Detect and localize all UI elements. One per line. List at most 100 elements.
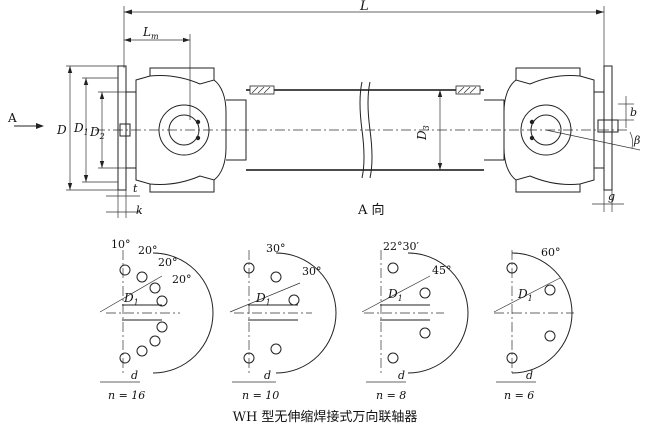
left-yoke-ear-top (149, 67, 215, 80)
angle-arc (629, 131, 634, 149)
label-g: g (608, 190, 615, 203)
left-yoke (135, 75, 227, 185)
bolt-hole (544, 330, 556, 342)
angle-label: 30° (302, 265, 322, 278)
bolt-hole (288, 294, 300, 306)
arrow-head (67, 66, 73, 73)
label-beta: β (633, 134, 640, 147)
bolt-hole (544, 284, 556, 296)
arrow-head (437, 90, 443, 97)
pattern-arc (407, 252, 469, 374)
label-L: L (359, 0, 369, 14)
bolt-dot (529, 135, 535, 141)
pattern-n16: 10° 20° 20° 20° D1 d n = 16 (99, 238, 214, 402)
bolt-hole (136, 271, 148, 283)
D1-leader (99, 275, 163, 313)
bolt-hole (506, 352, 518, 364)
weld-hatch (457, 86, 465, 94)
angle-label: 22°30′ (383, 240, 419, 253)
arrow-head (99, 92, 105, 99)
bolt-hole (136, 345, 148, 357)
bolt-hole (387, 352, 399, 364)
d-label: d (398, 369, 405, 382)
label-D2: D2 (89, 125, 105, 141)
bolt-hole (156, 295, 168, 307)
D1-label: D1 (123, 291, 139, 307)
label-Lm: Lm (142, 25, 159, 41)
bolt-hole (119, 352, 131, 364)
weld-right (455, 85, 481, 95)
bolt-hole (119, 264, 131, 276)
right-yoke-ear-bottom (515, 180, 581, 193)
angle-label: 10° (111, 238, 131, 251)
pattern-n8: 22°30′ 45° D1 d n = 8 (361, 240, 469, 402)
arrow-head (124, 9, 132, 15)
arrow-head (36, 123, 44, 129)
D1-leader (229, 282, 301, 313)
figure-caption: WH 型无伸缩焊接式万向联轴器 (232, 410, 418, 425)
D1-label: D1 (255, 291, 271, 307)
D1-leader (493, 277, 561, 313)
pattern-arc (152, 252, 214, 374)
bolt-hole (149, 282, 161, 294)
bolt-hole (387, 262, 399, 274)
n-label: n = 10 (242, 389, 279, 402)
right-cross-bore (520, 104, 572, 156)
n-label: n = 8 (376, 389, 406, 402)
left-flange (117, 65, 127, 191)
bolt-hole (419, 287, 431, 299)
arrow-head (83, 78, 89, 85)
label-b: b (630, 106, 637, 119)
left-yoke-neck (226, 99, 247, 161)
arrow-head (596, 9, 604, 15)
weld-left (249, 85, 275, 95)
pattern-n6: 60° D1 d n = 6 (493, 246, 574, 402)
bolt-hole (156, 321, 168, 333)
D1-leader (361, 275, 431, 313)
bolt-hole (506, 262, 518, 274)
weld-hatch (263, 86, 271, 94)
bolt-hole (149, 335, 161, 347)
weld-hatch (463, 86, 471, 94)
label-D3: D3 (415, 125, 431, 141)
left-cross-bore (158, 104, 210, 156)
weld-hatch (251, 86, 259, 94)
bolt-hole (243, 262, 255, 274)
angle-label: 20° (172, 273, 192, 286)
weld-hatch (469, 86, 477, 94)
n-label: n = 16 (108, 389, 145, 402)
bolt-dot (195, 135, 201, 141)
pattern-n10: 30° 30° D1 d n = 10 (229, 242, 337, 402)
bolt-hole (419, 327, 431, 339)
d-label: d (526, 369, 533, 382)
left-key (119, 123, 131, 137)
bolt-hole (243, 352, 255, 364)
break-line (359, 81, 365, 179)
label-t: t (133, 182, 138, 195)
label-k: k (136, 204, 143, 217)
label-D: D (56, 123, 67, 137)
right-cross-bearing (530, 114, 562, 146)
label-D1: D1 (73, 121, 89, 137)
left-yoke-ear-bottom (149, 180, 215, 193)
angle-label: 30° (266, 242, 286, 255)
right-key (597, 119, 619, 133)
angle-label: 60° (541, 246, 561, 259)
D1-label: D1 (517, 287, 533, 303)
d-label: d (131, 369, 138, 382)
angle-label: 20° (138, 244, 158, 257)
left-cross-bearing (168, 114, 200, 146)
bolt-hole (270, 343, 282, 355)
arrow-head (124, 37, 131, 43)
angle-label: 45° (432, 264, 452, 277)
arrow-head (67, 183, 73, 190)
arrow-head (437, 163, 443, 170)
right-yoke-ear-top (515, 67, 581, 80)
right-flange (603, 65, 613, 191)
arrow-head (99, 161, 105, 168)
break-line (367, 81, 373, 179)
d-label: d (264, 369, 271, 382)
n-label: n = 6 (504, 389, 534, 402)
angle-label: 20° (158, 256, 178, 269)
